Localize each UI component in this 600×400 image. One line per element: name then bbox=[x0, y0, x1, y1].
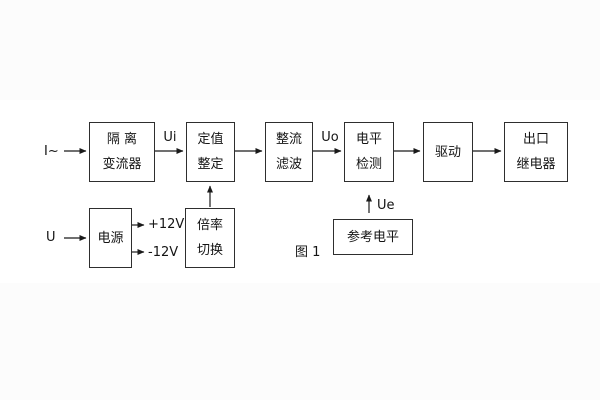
node-label: 变流器 bbox=[102, 157, 142, 172]
node-label: 电平 bbox=[355, 132, 382, 147]
node-label: 检测 bbox=[355, 157, 382, 172]
node-drive: 驱动 bbox=[423, 122, 473, 182]
node-label: 滤波 bbox=[275, 157, 302, 172]
figure-caption: 图 1 bbox=[295, 245, 321, 260]
node-setting-adjust: 定值 整定 bbox=[186, 122, 235, 182]
node-label: 出口 bbox=[522, 132, 549, 147]
node-isolation-transformer: 隔 离 变流器 bbox=[89, 122, 155, 182]
node-label: 电源 bbox=[97, 230, 124, 246]
label-uo: Uo bbox=[321, 130, 339, 145]
node-label: 参考电平 bbox=[346, 229, 399, 245]
node-level-detect: 电平 检测 bbox=[344, 122, 394, 182]
node-reference-level: 参考电平 bbox=[333, 219, 413, 255]
node-output-relay: 出口 继电器 bbox=[504, 122, 568, 182]
label-input-current: I~ bbox=[44, 144, 59, 159]
label-ui: Ui bbox=[163, 130, 177, 145]
node-power-supply: 电源 bbox=[89, 208, 132, 268]
node-rectify-filter: 整流 滤波 bbox=[265, 122, 313, 182]
label-minus12v: -12V bbox=[148, 245, 179, 260]
node-label: 继电器 bbox=[516, 157, 556, 172]
label-ue: Ue bbox=[377, 198, 395, 213]
node-label: 整定 bbox=[197, 157, 224, 172]
node-ratio-switch: 倍率 切换 bbox=[185, 208, 235, 268]
node-label: 隔 离 bbox=[106, 132, 138, 147]
node-label: 整流 bbox=[275, 132, 302, 147]
node-label: 驱动 bbox=[434, 144, 461, 160]
node-label: 定值 bbox=[197, 132, 224, 147]
label-plus12v: +12V bbox=[148, 217, 185, 232]
label-input-voltage: U bbox=[46, 230, 56, 245]
node-label: 倍率 bbox=[196, 218, 223, 233]
node-label: 切换 bbox=[196, 243, 223, 258]
